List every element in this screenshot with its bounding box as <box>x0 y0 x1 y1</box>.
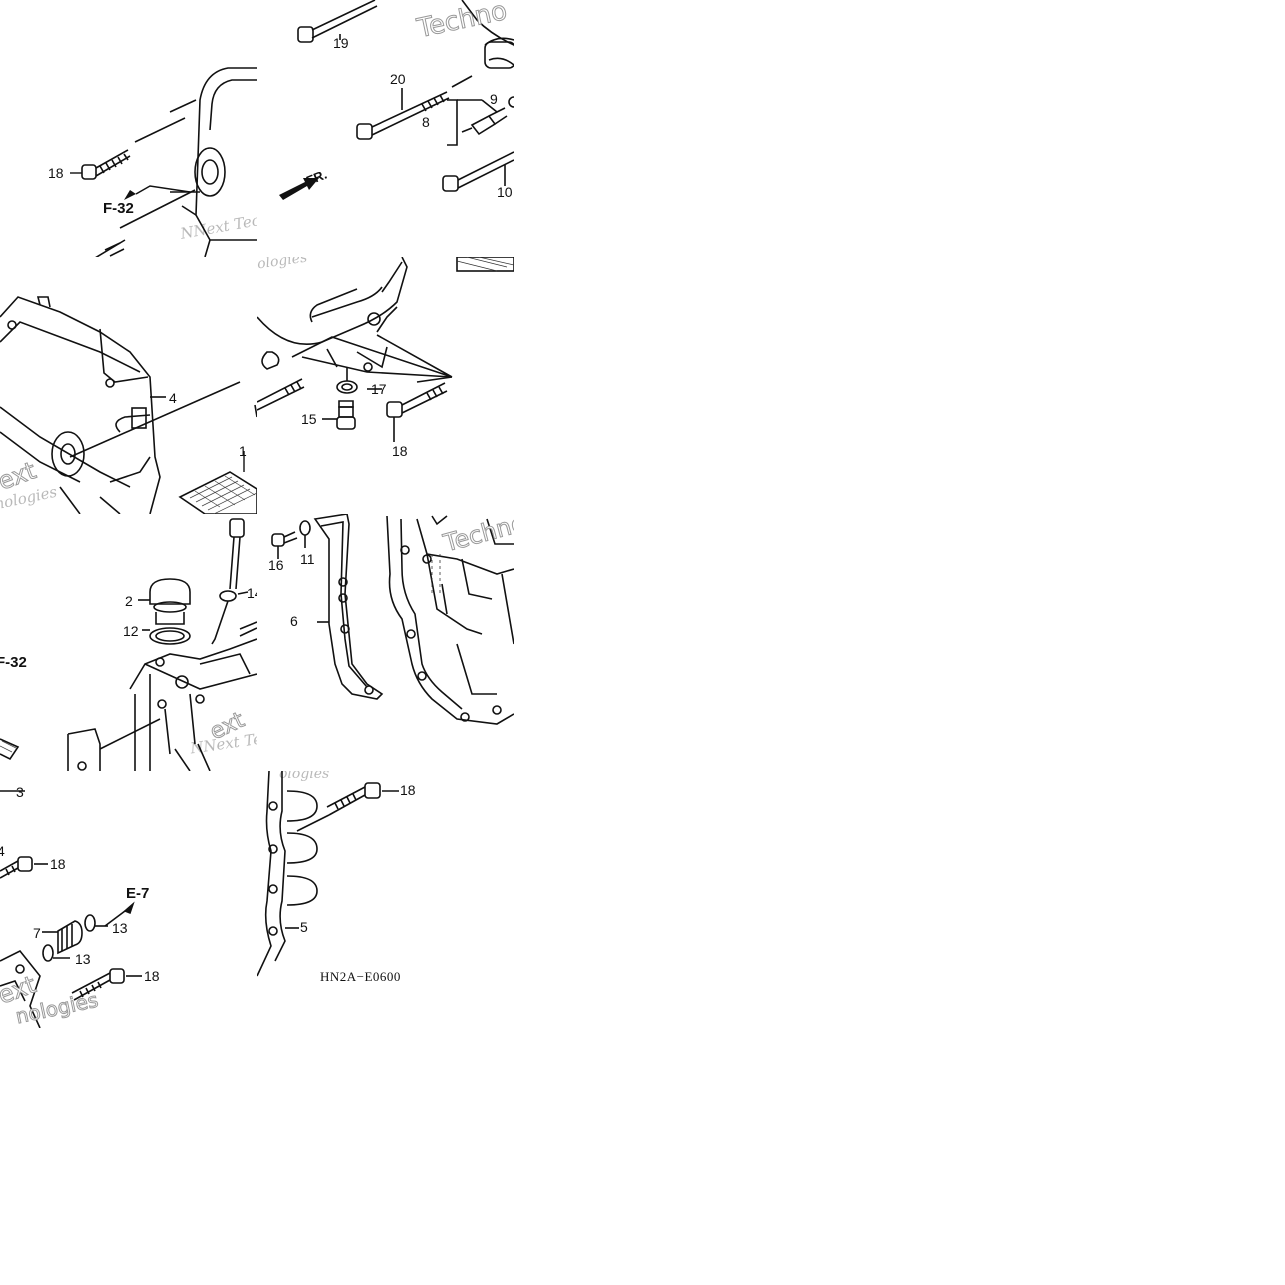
callout-18: 18 <box>48 165 64 181</box>
bolts-drawing <box>279 0 514 200</box>
diagram-tile-cover-5: 18 5 HN2A−E0600 ologies <box>257 771 514 1028</box>
callout-8: 8 <box>422 114 430 130</box>
reference-e7[interactable]: E-7 <box>126 885 150 902</box>
diagram-tile-bolts: 19 20 9 8 10 FR. Techno <box>257 0 514 257</box>
callout-2: 2 <box>125 593 133 609</box>
diagram-tile-drain: 17 15 18 ologies <box>257 257 514 514</box>
diagram-tile-gasket: 16 11 6 Techno <box>257 514 514 771</box>
callout-1: 1 <box>239 443 247 459</box>
bypass-drawing <box>0 790 142 1028</box>
callout-18: 18 <box>392 443 408 459</box>
callout-11: 11 <box>300 551 315 567</box>
cover-main-drawing <box>0 296 257 514</box>
callout-18: 18 <box>50 856 66 872</box>
reference-f32[interactable]: F-32 <box>103 200 134 217</box>
callout-6: 6 <box>290 613 298 629</box>
callout-18: 18 <box>400 782 416 798</box>
callout-17: 17 <box>371 381 387 397</box>
diagram-tile-bypass: 3 4 18 E-7 7 13 13 18 ext nologies <box>0 771 257 1028</box>
callout-3: 3 <box>16 784 24 800</box>
diagram-tile-oil-cap: 2 12 14 F-32 NNext Tec ext <box>0 514 257 771</box>
diagram-tile-cover-top: 18 F-32 NNext Tec <box>0 0 257 257</box>
callout-4-edge: 4 <box>0 843 5 859</box>
cover-5-drawing <box>257 771 399 977</box>
diagram-tile-cover-main: 4 1 ext nologies <box>0 257 257 514</box>
callout-4: 4 <box>169 390 177 406</box>
callout-16: 16 <box>268 557 284 573</box>
oil-cap-drawing <box>0 518 257 771</box>
callout-13: 13 <box>112 920 128 936</box>
callout-13: 13 <box>75 951 91 967</box>
callout-12: 12 <box>123 623 139 639</box>
callout-7: 7 <box>33 925 41 941</box>
callout-5: 5 <box>300 919 308 935</box>
callout-18: 18 <box>144 968 160 984</box>
callout-10: 10 <box>497 184 513 200</box>
callout-15: 15 <box>301 411 317 427</box>
callout-14: 14 <box>247 585 257 601</box>
gasket-drawing <box>271 514 514 725</box>
callout-20: 20 <box>390 71 406 87</box>
diagram-code: HN2A−E0600 <box>320 969 401 984</box>
callout-9: 9 <box>490 91 498 107</box>
cover-top-drawing <box>70 67 257 257</box>
reference-f32-edge[interactable]: F-32 <box>0 654 27 671</box>
drain-drawing <box>257 257 514 442</box>
callout-19: 19 <box>333 35 349 51</box>
